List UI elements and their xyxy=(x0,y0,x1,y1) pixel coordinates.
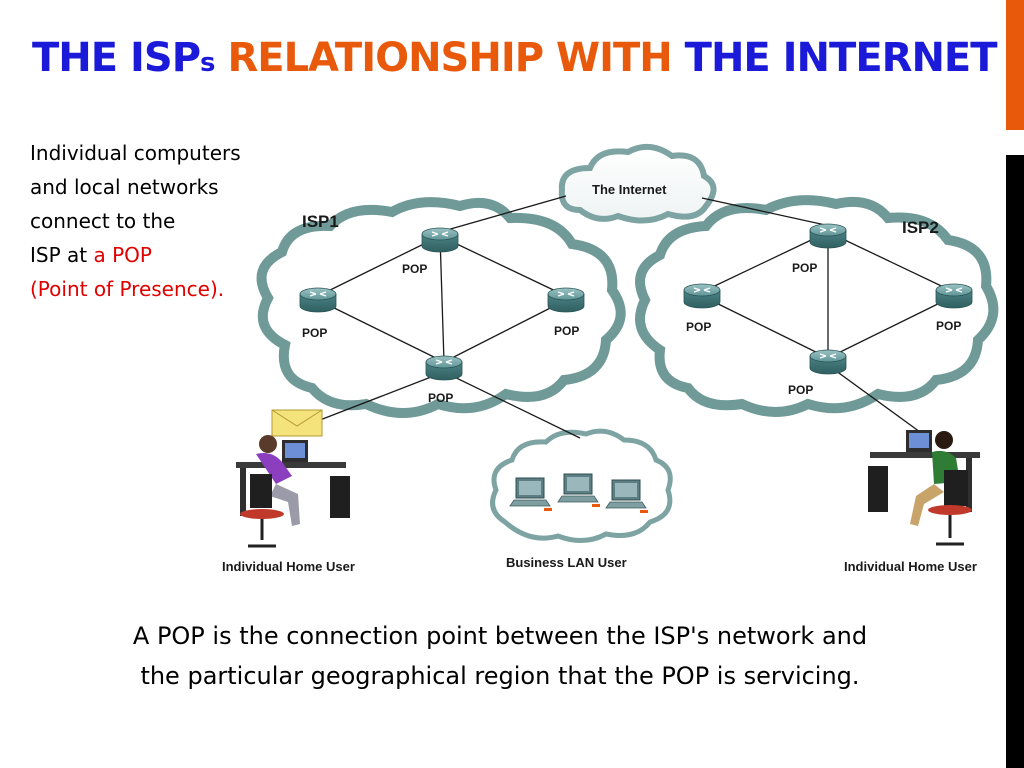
business-computer-1-icon xyxy=(509,477,551,507)
intro-line-4: ISP at a POP xyxy=(30,238,241,272)
isp1-pop-bottom-label: POP xyxy=(428,391,453,405)
isp1-pop-top-router-icon xyxy=(421,227,459,253)
intro-line-2: and local networks xyxy=(30,175,219,199)
business-computer-1-led xyxy=(544,508,552,511)
title-part-relationship: RELATIONSHIP WITH xyxy=(214,35,685,81)
caption-line-1: A POP is the connection point between th… xyxy=(132,622,868,650)
isp2-pop-right-label: POP xyxy=(936,319,961,333)
isp1-pop-top-label: POP xyxy=(402,262,427,276)
left-home-user-label: Individual Home User xyxy=(222,559,355,574)
isp2-pop-bottom-label: POP xyxy=(788,383,813,397)
isp1-pop-left-router-icon xyxy=(299,287,337,313)
isp1-pop-bottom-router-icon xyxy=(425,355,463,381)
title-part-isp: THE ISP xyxy=(32,35,201,81)
intro-line-3: connect to the xyxy=(30,209,176,233)
title-part-internet: THE INTERNET xyxy=(684,35,998,81)
isp1-pop-left-label: POP xyxy=(302,326,327,340)
isp1-pop-right-label: POP xyxy=(554,324,579,338)
isp2-cloud xyxy=(635,195,999,417)
caption-line-2: the particular geographical region that … xyxy=(140,662,860,690)
intro-text: Individual computers and local networks … xyxy=(30,136,241,306)
network-links xyxy=(317,195,955,439)
business-computer-2-led xyxy=(592,504,600,507)
isp1-pop-right-router-icon xyxy=(547,287,585,313)
internet-cloud xyxy=(558,143,717,224)
accent-bar-black xyxy=(1006,155,1024,768)
isp-network-diagram: The Internet ISP1 ISP2 POP POP POP POP P… xyxy=(222,143,999,574)
isp2-pop-top-label: POP xyxy=(792,261,817,275)
slide-title: THE ISPs RELATIONSHIP WITH THE INTERNET xyxy=(32,35,998,81)
isp2-pop-right-router-icon xyxy=(935,283,973,309)
intro-pop-highlight: a POP xyxy=(93,243,152,267)
isp2-label: ISP2 xyxy=(902,218,939,237)
title-part-s: s xyxy=(200,48,216,78)
isp2-pop-left-router-icon xyxy=(683,283,721,309)
right-home-user-label: Individual Home User xyxy=(844,559,977,574)
internet-label: The Internet xyxy=(592,182,667,197)
left-home-user-icon xyxy=(236,409,350,548)
accent-bar-orange xyxy=(1006,0,1024,130)
intro-line-4-prefix: ISP at xyxy=(30,243,94,267)
isp2-pop-top-router-icon xyxy=(809,223,847,249)
slide-caption: A POP is the connection point between th… xyxy=(40,616,960,696)
business-computer-3-icon xyxy=(605,479,647,509)
business-lan-label: Business LAN User xyxy=(506,555,627,570)
intro-pop-definition: (Point of Presence). xyxy=(30,277,225,301)
intro-line-1: Individual computers xyxy=(30,141,241,165)
business-computer-2-icon xyxy=(557,473,599,503)
isp2-pop-bottom-router-icon xyxy=(809,349,847,375)
right-home-user-icon xyxy=(868,430,980,546)
business-computer-3-led xyxy=(640,510,648,513)
isp1-cloud xyxy=(256,197,626,418)
isp2-pop-left-label: POP xyxy=(686,320,711,334)
isp1-label: ISP1 xyxy=(302,212,339,231)
